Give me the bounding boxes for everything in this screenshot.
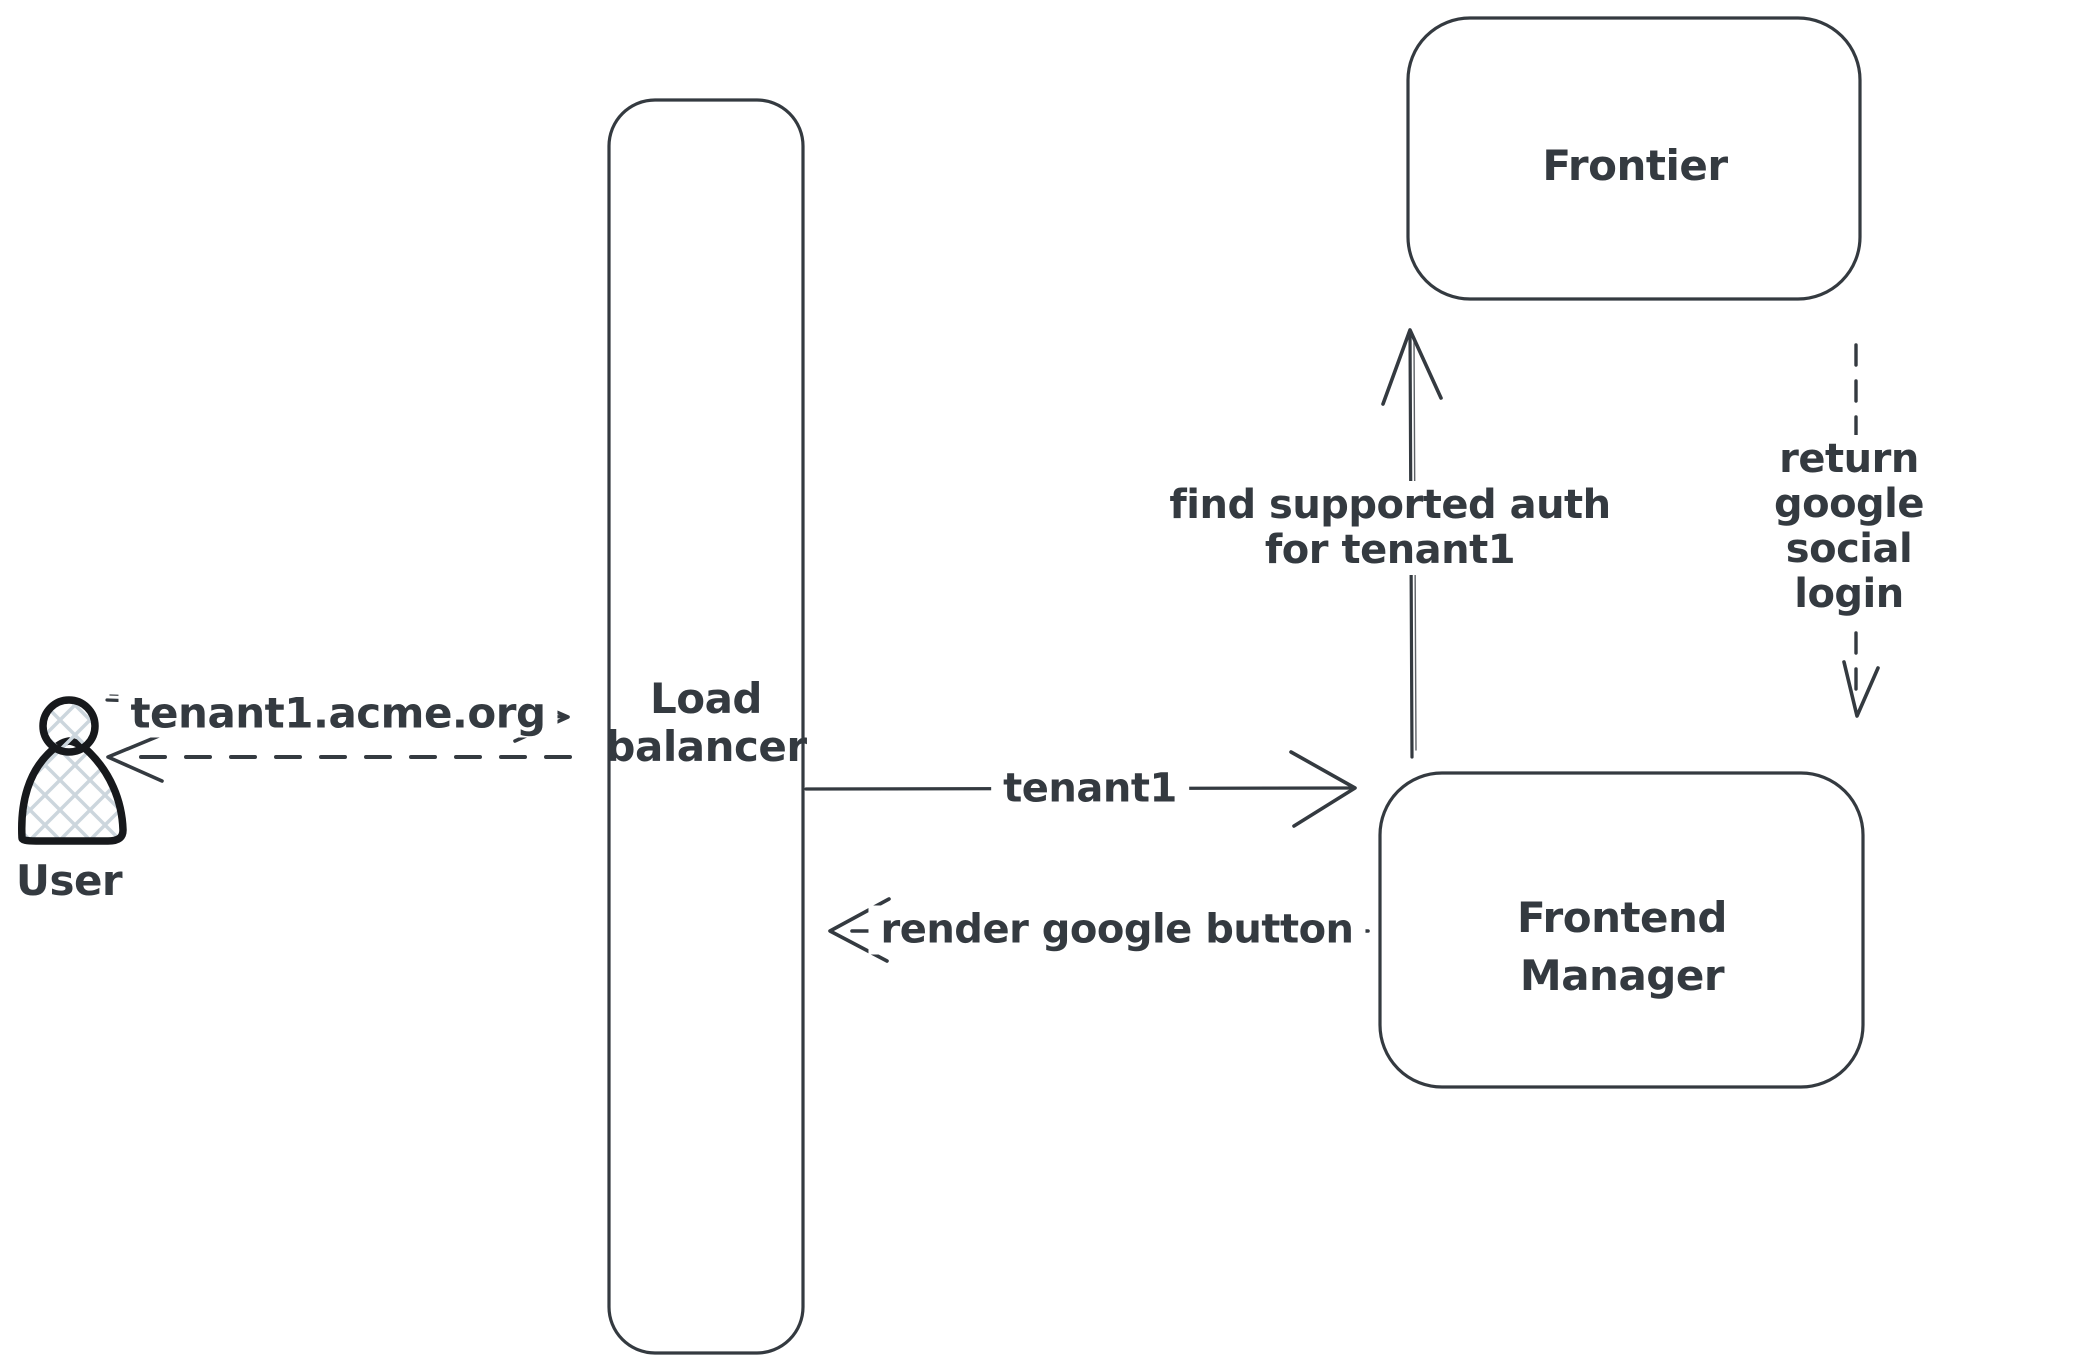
return-login-edge-label: return google social login [1732,435,1966,619]
user-head [39,696,99,756]
arrow-return-login [1842,343,1880,718]
frontend-manager-box [1378,771,1865,1089]
user-label: User [15,856,123,905]
render-button-edge-label: render google button [868,905,1366,955]
request-edge-label: tenant1.acme.org [118,688,558,738]
load-balancer-label: Load balancer [605,674,807,771]
frontier-box [1406,16,1862,301]
arrow-response-head [106,731,168,783]
arrow-response [106,731,572,783]
user-icon [18,696,127,845]
user-body [18,737,127,845]
load-balancer-box [607,98,805,1355]
arrow-tenant1-head [1289,750,1357,828]
frontier-label: Frontier [1542,141,1728,190]
arrow-find-auth-head [1381,328,1443,406]
tenant1-edge-label: tenant1 [991,764,1189,814]
arrow-return-login-head [1842,660,1880,718]
find-auth-edge-label: find supported auth for tenant1 [1157,481,1623,575]
frontend-manager-label: Frontend Manager [1517,893,1728,1000]
